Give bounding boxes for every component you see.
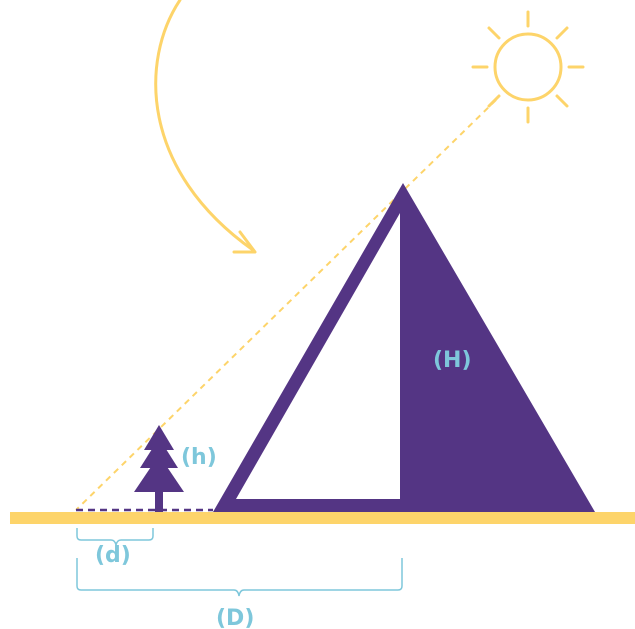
ground-line — [10, 512, 635, 524]
sun-icon — [471, 10, 585, 124]
pyramid-height-label: (H) — [433, 348, 472, 373]
pyramid-shadow-bracket — [76, 558, 403, 597]
tree-shadow-label: (d) — [95, 543, 131, 568]
tree-shadow-bracket — [76, 528, 154, 546]
tree-height-label: (h) — [181, 445, 217, 470]
tree-icon — [134, 425, 184, 512]
curved-arrow-icon — [154, 0, 257, 254]
pyramid-shadow-label: (D) — [216, 606, 254, 629]
pyramid — [213, 183, 595, 512]
sun-ray-line — [75, 99, 497, 511]
